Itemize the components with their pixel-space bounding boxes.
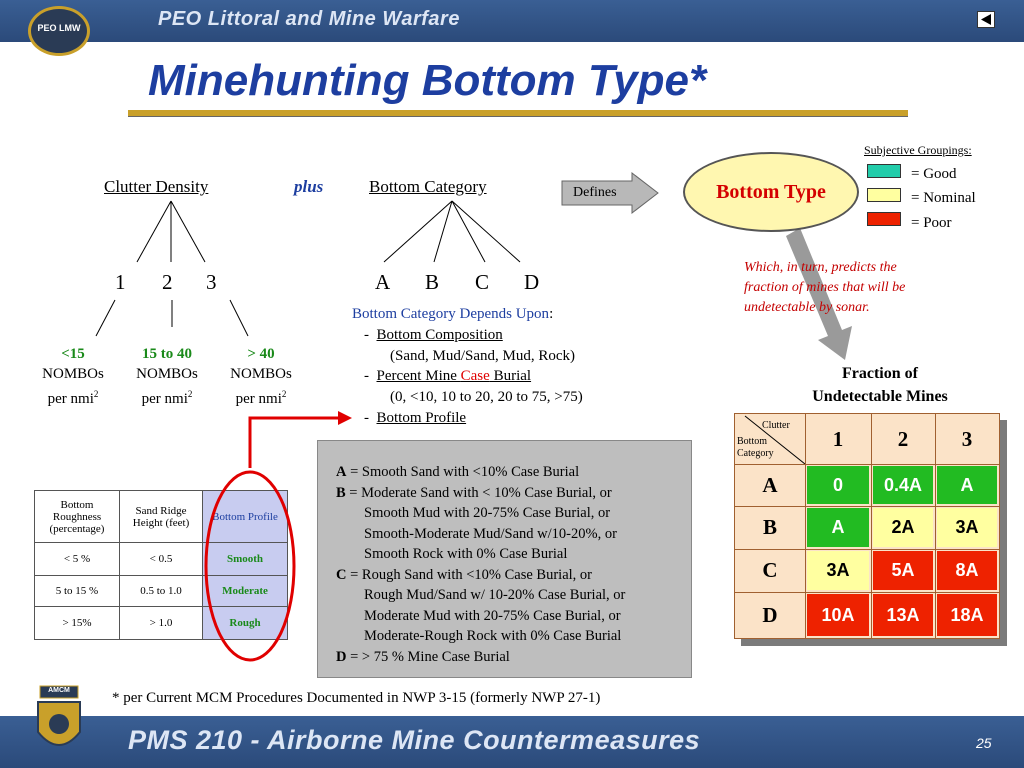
bottom-type-bubble: Bottom Type <box>683 152 859 232</box>
grid-cell: 8A <box>937 551 997 590</box>
grid-cell: 5A <box>873 551 933 590</box>
clutter-level-3: 3 <box>206 270 217 294</box>
column-header: 1 <box>832 426 844 451</box>
grid-cell: 3A <box>937 508 997 547</box>
amcm-logo-text: AMCM <box>48 687 70 694</box>
header-title: PEO Littoral and Mine Warfare <box>158 8 460 30</box>
depends-upon-block: Bottom Category Depends Upon: - Bottom C… <box>352 306 583 426</box>
table-header: Sand Ridge Height (feet) <box>119 490 203 543</box>
highlight-ellipse <box>204 470 296 662</box>
defines-arrow-icon <box>561 172 659 214</box>
page-number: 25 <box>976 735 992 751</box>
category-d: D <box>524 270 540 294</box>
clutter-density-label: Clutter Density <box>104 177 209 196</box>
corner-bottom-label: Bottom Category <box>737 436 774 459</box>
grid-cell: 18A <box>937 594 997 636</box>
table-cell: < 0.5 <box>119 542 203 576</box>
title-underline <box>128 110 908 117</box>
column-header: 2 <box>897 426 909 451</box>
bottom-profile-table: Bottom Roughness (percentage) Sand Ridge… <box>34 490 288 640</box>
nombos-group-1: <15 NOMBOs per nmi2 <box>42 346 104 407</box>
category-c: C <box>475 270 490 294</box>
grid-cell: A <box>937 466 997 504</box>
back-button[interactable] <box>977 11 995 28</box>
header-bar <box>0 0 1024 42</box>
nombos-group-2: 15 to 40 NOMBOs per nmi2 <box>136 346 198 407</box>
prediction-note: Which, in turn, predicts the fraction of… <box>744 260 906 315</box>
column-header: 3 <box>961 426 973 451</box>
category-a: A <box>375 270 391 294</box>
table-header: Bottom Roughness (percentage) <box>34 490 120 543</box>
definitions-box <box>317 440 692 678</box>
grid-cell: 13A <box>873 594 933 636</box>
footnote: * per Current MCM Procedures Documented … <box>112 690 601 706</box>
peo-lmw-logo-text: PEO LMW <box>37 23 81 33</box>
table-cell: > 1.0 <box>119 606 203 640</box>
corner-diagonal <box>744 415 805 464</box>
category-b: B <box>425 270 440 294</box>
nombos-group-3: > 40 NOMBOs per nmi2 <box>230 346 292 407</box>
legend-swatch-nominal <box>867 188 901 202</box>
amcm-logo <box>37 685 81 746</box>
grid-cell: 0.4A <box>873 466 933 504</box>
plus-label: plus <box>294 177 324 196</box>
legend-label-poor: = Poor <box>911 215 952 231</box>
table-cell: Smooth <box>202 542 288 576</box>
table-cell: 0.5 to 1.0 <box>119 575 203 607</box>
corner-clutter-label: Clutter <box>762 420 790 431</box>
table-cell: 5 to 15 % <box>34 575 120 607</box>
grid-cell: 0 <box>807 466 869 504</box>
bottom-category-label: Bottom Category <box>369 177 487 196</box>
fraction-title: Fraction of Undetectable Mines <box>812 365 948 405</box>
peo-lmw-logo <box>28 6 90 56</box>
row-header: A <box>762 472 778 497</box>
grid-cell: 2A <box>873 508 933 547</box>
subjective-groupings-title: Subjective Groupings: <box>864 143 972 157</box>
legend-label-good: = Good <box>911 166 957 182</box>
table-header: Bottom Profile <box>202 490 288 543</box>
row-header: C <box>762 558 778 582</box>
slide-title: Minehunting Bottom Type* <box>148 56 707 105</box>
table-cell: < 5 % <box>34 542 120 576</box>
grid-cell: A <box>807 508 869 547</box>
clutter-level-1: 1 <box>115 270 126 294</box>
legend-label-nominal: = Nominal <box>911 190 976 206</box>
definitions-text: A = Smooth Sand with <10% Case Burial B … <box>336 464 626 665</box>
grid-cell: 10A <box>807 594 869 636</box>
row-header: B <box>762 515 777 539</box>
table-cell: Moderate <box>202 575 288 607</box>
row-header: D <box>762 602 778 627</box>
legend-swatch-poor <box>867 212 901 226</box>
footer-title: PMS 210 - Airborne Mine Countermeasures <box>128 725 701 755</box>
table-cell: > 15% <box>34 606 120 640</box>
clutter-level-2: 2 <box>162 270 173 294</box>
legend-swatch-good <box>867 164 901 178</box>
grid-cell: 3A <box>807 551 869 590</box>
back-arrow-icon <box>981 14 991 25</box>
footer-bar <box>0 716 1024 768</box>
defines-label: Defines <box>573 185 617 200</box>
